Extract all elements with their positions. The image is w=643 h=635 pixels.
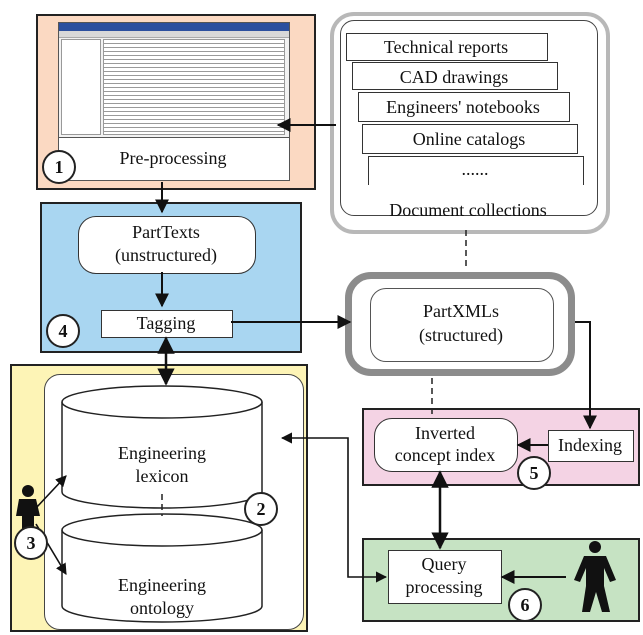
tagging-label: Tagging bbox=[136, 313, 196, 333]
step-number-3: 3 bbox=[14, 526, 48, 560]
document-collections-caption: Document collections bbox=[389, 200, 547, 220]
user-icon bbox=[574, 541, 616, 612]
parttexts-box bbox=[78, 216, 256, 274]
ontology-label-line1: Engineering bbox=[118, 575, 206, 595]
knowledge-engineer-icon bbox=[16, 485, 40, 530]
step-number-4: 4 bbox=[46, 314, 80, 348]
document-item-engineers-notebooks: Engineers' notebooks bbox=[386, 97, 540, 117]
query-box bbox=[388, 550, 502, 604]
inverted-index-line1: Inverted bbox=[415, 423, 475, 443]
lexicon-label-line1: Engineering bbox=[118, 443, 206, 463]
arrow-partxmls-to-indexing bbox=[575, 321, 597, 430]
query-label-line1: Query bbox=[421, 554, 467, 574]
document-item-ellipsis: ...... bbox=[461, 159, 489, 179]
lexicon-cylinder bbox=[61, 385, 263, 509]
ontology-label-line2: ontology bbox=[129, 598, 194, 618]
document-item-cad-drawings: CAD drawings bbox=[399, 67, 509, 87]
indexing-label: Indexing bbox=[558, 435, 622, 455]
document-sheet bbox=[358, 92, 570, 122]
step-number-1: 1 bbox=[42, 150, 76, 184]
tagging-box bbox=[101, 310, 233, 338]
document-sheet bbox=[362, 124, 578, 154]
document-sheet bbox=[352, 62, 558, 90]
inverted-index-line2: concept index bbox=[394, 445, 496, 465]
step-number-2: 2 bbox=[244, 492, 278, 526]
preprocessing-screenshot-image bbox=[58, 22, 290, 138]
document-sheet bbox=[346, 33, 548, 61]
document-item-technical-reports: Technical reports bbox=[383, 37, 509, 57]
indexing-box bbox=[548, 430, 634, 462]
partxmls-label-line1: PartXMLs bbox=[423, 301, 499, 321]
arrow-user-to-lexicon bbox=[35, 475, 67, 509]
preprocessing-label-box bbox=[58, 137, 290, 181]
preprocessing-label: Pre-processing bbox=[119, 148, 227, 168]
arrow-lexicon-query bbox=[280, 432, 388, 583]
step-number-6: 6 bbox=[508, 588, 542, 622]
partxmls-inner bbox=[370, 288, 554, 362]
parttexts-label-line1: PartTexts bbox=[132, 222, 200, 242]
parttexts-label-line2: (unstructured) bbox=[115, 245, 217, 265]
document-item-online-catalogs: Online catalogs bbox=[412, 129, 526, 149]
query-label-line2: processing bbox=[405, 577, 483, 597]
document-sheet bbox=[368, 156, 584, 185]
partxmls-label-line2: (structured) bbox=[419, 325, 503, 345]
ontology-cylinder bbox=[61, 513, 263, 623]
step-number-5: 5 bbox=[517, 456, 551, 490]
lexicon-label-line2: lexicon bbox=[135, 466, 189, 486]
